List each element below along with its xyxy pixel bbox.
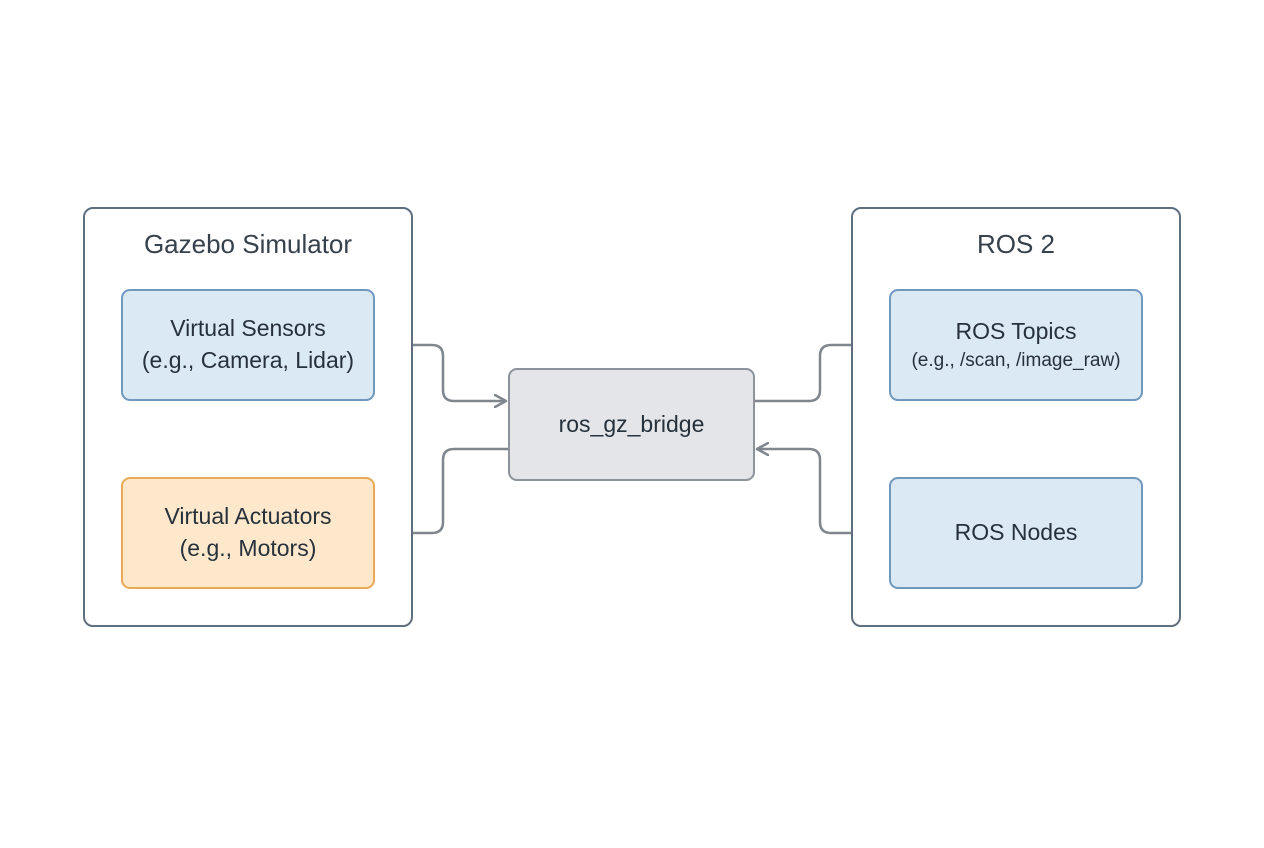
edge-bridge-to-actuators bbox=[377, 447, 508, 533]
virtual-sensors-node[interactable]: Virtual Sensors (e.g., Camera, Lidar) bbox=[121, 289, 375, 401]
virtual-sensors-label: Virtual Sensors bbox=[170, 315, 326, 342]
ros-topics-label: ROS Topics bbox=[955, 318, 1077, 345]
ros-nodes-label: ROS Nodes bbox=[954, 519, 1078, 546]
virtual-sensors-examples: (e.g., Camera, Lidar) bbox=[141, 347, 355, 373]
virtual-actuators-node[interactable]: Virtual Actuators (e.g., Motors) bbox=[121, 477, 375, 589]
virtual-actuators-examples: (e.g., Motors) bbox=[179, 535, 317, 561]
edge-nodes-to-bridge bbox=[757, 449, 889, 535]
ros-topics-node[interactable]: ROS Topics (e.g., /scan, /image_raw) bbox=[889, 289, 1143, 401]
gazebo-simulator-title: Gazebo Simulator bbox=[143, 229, 353, 259]
ros-gz-bridge-node[interactable]: ros_gz_bridge bbox=[508, 368, 755, 481]
ros2-title: ROS 2 bbox=[976, 229, 1056, 259]
ros-gz-bridge-label: ros_gz_bridge bbox=[558, 410, 705, 437]
edge-sensors-to-bridge bbox=[375, 343, 506, 401]
virtual-actuators-label: Virtual Actuators bbox=[164, 503, 332, 530]
ros-topics-examples: (e.g., /scan, /image_raw) bbox=[911, 349, 1121, 371]
ros-nodes-node[interactable]: ROS Nodes bbox=[889, 477, 1143, 589]
edge-bridge-to-topics bbox=[755, 345, 886, 403]
